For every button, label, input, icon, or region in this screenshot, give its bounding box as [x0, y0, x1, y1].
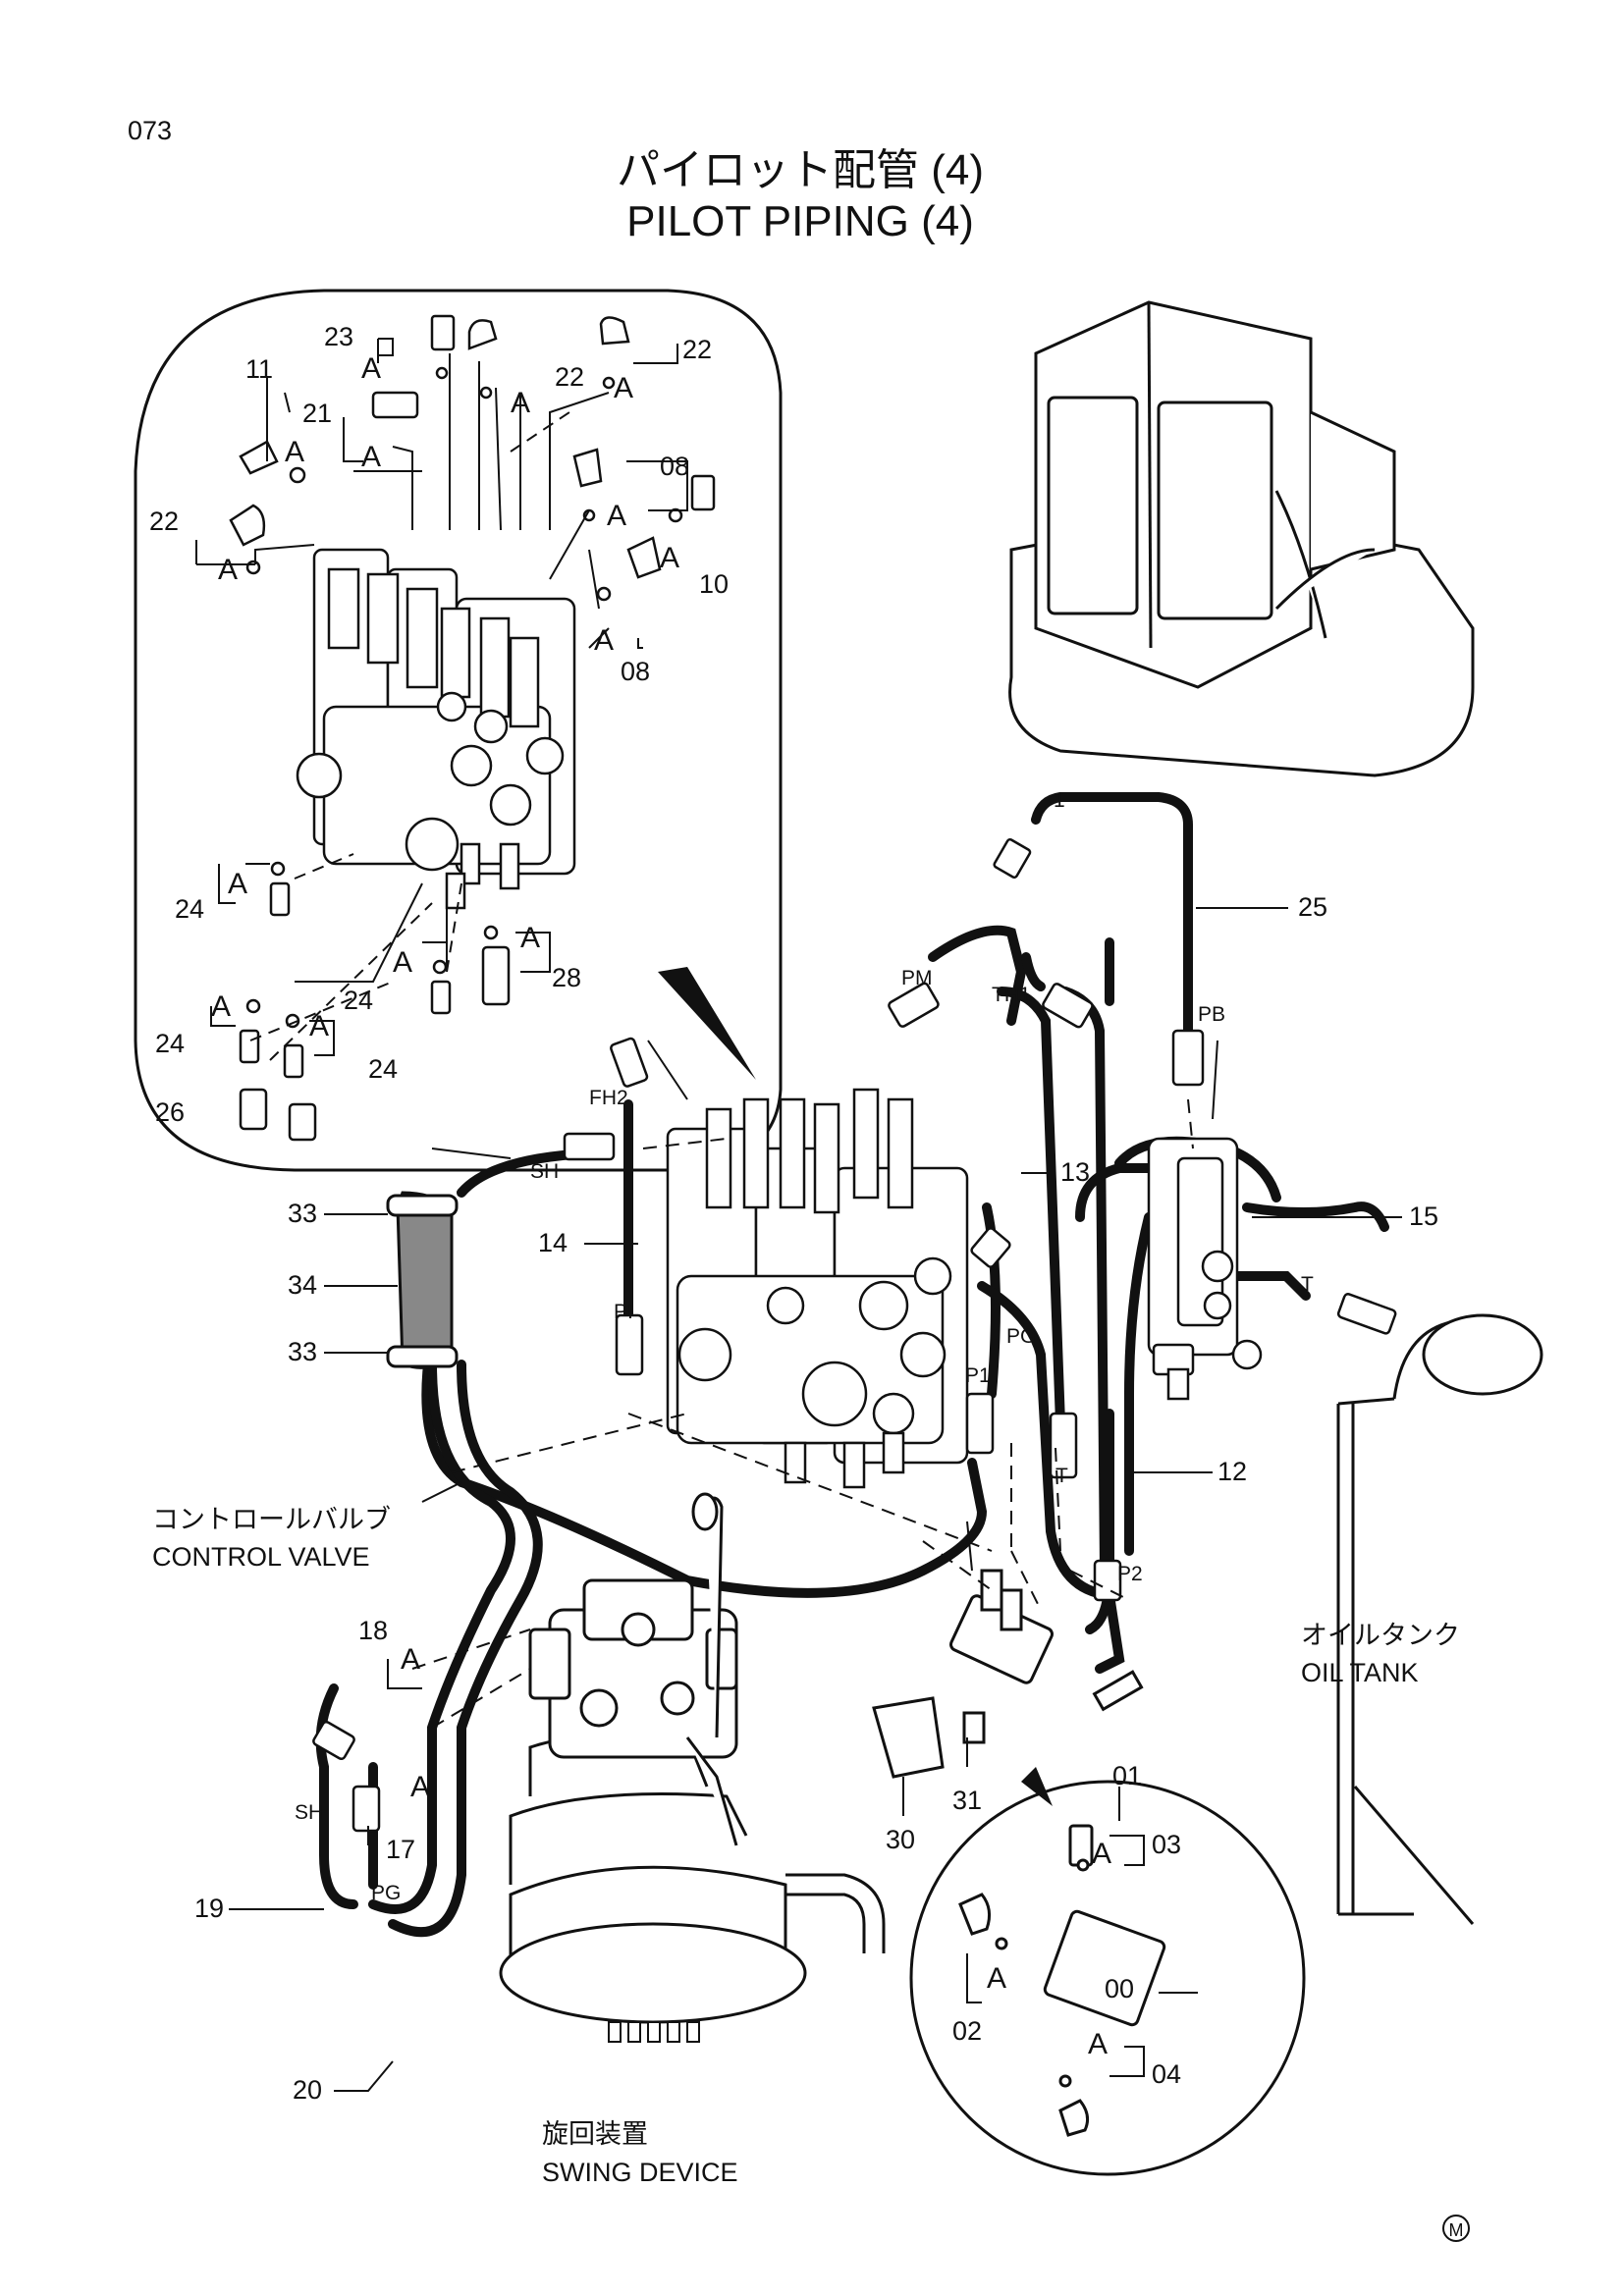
part-number-15: 15	[1409, 1201, 1438, 1231]
part-number-10: 10	[699, 569, 729, 599]
title-english: PILOT PIPING (4)	[626, 197, 974, 245]
port-labels: 1 SH FH2 PM TH1 PB PI PG P1 T T P2 SH PG	[295, 789, 1314, 1904]
a-marker-19: A	[1088, 2028, 1108, 2060]
caption-oil-tank-jp: オイルタンク	[1301, 1621, 1460, 1650]
a-marker-18: A	[987, 1962, 1006, 1995]
part-number-24-c: 24	[155, 1029, 185, 1058]
caption-swing-device-jp: 旋回装置	[542, 2119, 648, 2149]
part-number-03: 03	[1152, 1830, 1181, 1859]
a-marker-12: A	[520, 922, 540, 954]
port-label-pb: PB	[1198, 1003, 1225, 1026]
part-number-02: 02	[952, 2016, 982, 2046]
main-leader-lines	[229, 907, 1402, 2092]
part-number-17: 17	[386, 1835, 415, 1864]
part-number-25: 25	[1298, 892, 1327, 922]
part-number-30: 30	[886, 1825, 915, 1854]
a-marker-1: A	[285, 436, 304, 468]
part-number-08-top: 08	[660, 452, 689, 481]
excavator-cab-drawing	[1008, 300, 1475, 777]
part-number-04: 04	[1152, 2059, 1181, 2089]
a-marker-11: A	[393, 946, 412, 979]
page-number: 073	[128, 116, 172, 145]
detail-fittings	[229, 314, 716, 1142]
control-valve-main-drawing	[666, 1088, 969, 1489]
corner-mark: M	[1449, 2220, 1464, 2240]
part-number-31: 31	[952, 1786, 982, 1815]
caption-control-valve-en: CONTROL VALVE	[152, 1542, 370, 1572]
a-marker-10: A	[228, 868, 247, 900]
part-number-28: 28	[552, 963, 581, 992]
a-marker-4: A	[614, 372, 633, 404]
valve-detail-balloon	[134, 289, 783, 1172]
part-number-13: 13	[1060, 1157, 1090, 1187]
caption-control-valve-jp: コントロールバルブ	[152, 1505, 391, 1534]
part-number-18: 18	[358, 1616, 388, 1645]
a-marker-14: A	[309, 1010, 329, 1042]
port-label-1: 1	[1054, 789, 1065, 812]
port-label-sh: SH	[530, 1160, 559, 1183]
a-marker-15: A	[401, 1643, 420, 1676]
part-number-24-d: 24	[368, 1054, 398, 1084]
port-label-p2: P2	[1117, 1563, 1143, 1585]
part-number-22-right: 22	[682, 335, 712, 364]
title-japanese: パイロット配管 (4)	[617, 146, 984, 194]
branch-block-inset-balloon	[909, 1780, 1306, 2176]
port-label-pg: PG	[1006, 1325, 1036, 1348]
port-label-pg-swing: PG	[371, 1882, 401, 1904]
part-number-20: 20	[293, 2075, 322, 2105]
inset-balloon-pointer	[1021, 1767, 1053, 1806]
part-number-14: 14	[538, 1228, 568, 1257]
part-number-21: 21	[302, 399, 332, 428]
a-marker-17: A	[1092, 1838, 1111, 1870]
part-number-22-left: 22	[149, 507, 179, 536]
oil-tank-drawing	[1336, 1313, 1543, 1925]
part-number-33-bottom: 33	[288, 1337, 317, 1366]
part-number-24-a: 24	[175, 894, 204, 924]
port-label-fh2: FH2	[589, 1087, 628, 1109]
pilot-shutoff-valve-drawing	[1147, 1137, 1263, 1401]
swing-device-drawing	[499, 1492, 886, 2043]
part-number-12: 12	[1217, 1457, 1247, 1486]
a-marker-8: A	[660, 542, 679, 574]
port-label-t-tank: T	[1301, 1273, 1314, 1296]
branch-block-drawing	[872, 1569, 1144, 1779]
port-label-sh-swing: SH	[295, 1801, 323, 1824]
part-number-00: 00	[1105, 1974, 1134, 2003]
balloon-pointer	[658, 967, 756, 1080]
part-number-26: 26	[155, 1097, 185, 1127]
part-number-01: 01	[1112, 1761, 1142, 1790]
a-marker-13: A	[211, 990, 231, 1023]
a-marker-3: A	[511, 387, 530, 419]
a-marker-9: A	[594, 624, 614, 657]
a-marker-16: A	[410, 1771, 430, 1803]
part-number-19: 19	[194, 1894, 224, 1923]
port-label-p1: P1	[965, 1364, 991, 1387]
control-valve-detail-drawing	[296, 548, 576, 910]
branch-block-inset-drawing	[958, 1824, 1166, 2137]
caption-swing-device-en: SWING DEVICE	[542, 2158, 738, 2187]
part-number-24-b: 24	[344, 986, 373, 1015]
a-marker-6: A	[218, 554, 238, 586]
part-number-08-bottom: 08	[621, 657, 650, 686]
part-number-11: 11	[245, 354, 273, 384]
a-marker-7: A	[607, 500, 626, 532]
main-dashed-lines	[411, 1098, 1194, 1729]
part-number-22-top: 22	[555, 362, 584, 392]
port-label-pm: PM	[901, 967, 933, 989]
a-marker-2: A	[361, 352, 381, 385]
port-label-th1: TH1	[992, 984, 1031, 1006]
caption-oil-tank-en: OIL TANK	[1301, 1658, 1419, 1687]
hose-protector-sleeve	[386, 1191, 459, 1369]
port-label-pi: PI	[614, 1301, 633, 1323]
detail-leader-lines	[195, 338, 688, 1056]
part-number-34: 34	[288, 1270, 317, 1300]
part-number-23: 23	[324, 322, 353, 351]
corner-mark-circle	[1442, 2215, 1470, 2242]
part-number-33-top: 33	[288, 1199, 317, 1228]
a-marker-5: A	[361, 441, 381, 473]
detail-dashed-lines	[249, 411, 570, 1061]
port-label-t-block: T	[1055, 1465, 1068, 1487]
